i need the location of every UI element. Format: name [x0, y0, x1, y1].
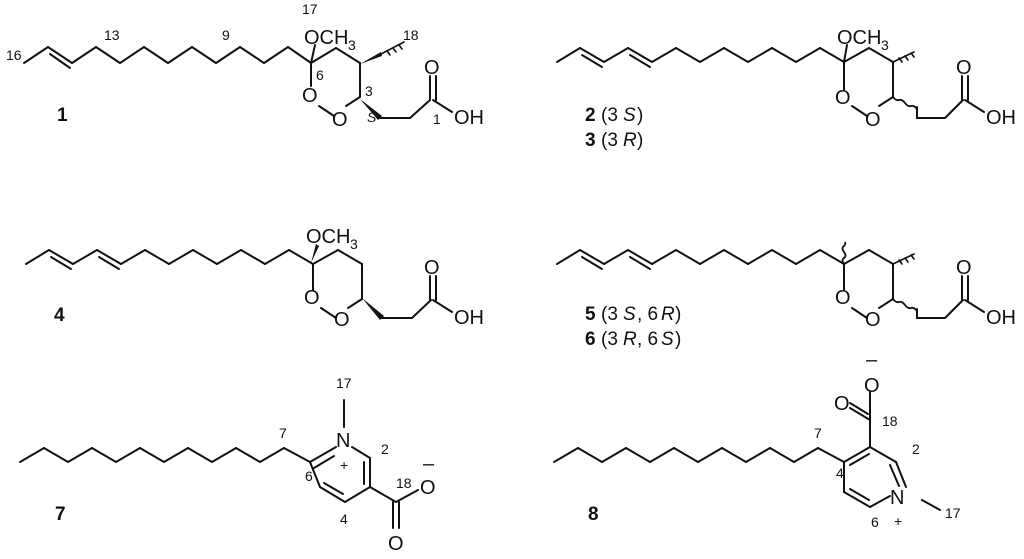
svg-text:O: O: [420, 477, 436, 499]
compound-5-6-structure: O O O OH: [556, 241, 1016, 331]
svg-text:): ): [675, 329, 681, 350]
svg-text:3: 3: [348, 37, 356, 53]
compound-1-structure: OCH 3 O O O OH 16 13 9 17 18 6 3 S 1: [6, 1, 484, 131]
svg-text:OCH: OCH: [837, 27, 881, 49]
svg-text:O: O: [304, 287, 320, 309]
svg-text:): ): [637, 105, 643, 126]
svg-text:O: O: [956, 257, 972, 279]
svg-text:+: +: [340, 457, 348, 473]
svg-text:O: O: [956, 57, 972, 79]
svg-text:4: 4: [836, 465, 844, 481]
svg-text:O: O: [332, 109, 348, 131]
svg-text:+: +: [894, 513, 902, 529]
compound-1-label: 1: [57, 105, 68, 126]
svg-text:17: 17: [302, 1, 318, 17]
svg-text:7: 7: [279, 425, 287, 441]
svg-text:9: 9: [222, 27, 230, 43]
svg-text:2: 2: [912, 441, 920, 457]
svg-text:17: 17: [945, 505, 961, 521]
svg-text:OCH: OCH: [306, 226, 350, 248]
compound-8-structure: N + O O – 7 18 2 4 6 17: [553, 349, 961, 530]
svg-text:O: O: [424, 57, 440, 79]
svg-text:, 6: , 6: [637, 329, 658, 350]
svg-text:O: O: [834, 393, 850, 415]
svg-text:4: 4: [340, 511, 348, 527]
svg-text:R: R: [623, 329, 637, 350]
svg-text:O: O: [302, 85, 318, 107]
svg-text:6: 6: [585, 329, 596, 350]
svg-text:N: N: [336, 430, 350, 452]
svg-text:5: 5: [585, 304, 596, 325]
svg-text:O: O: [388, 533, 404, 555]
svg-text:OCH: OCH: [304, 27, 348, 49]
svg-text:17: 17: [336, 375, 352, 391]
svg-text:18: 18: [403, 27, 419, 43]
svg-text:OH: OH: [454, 307, 484, 329]
svg-text:7: 7: [814, 425, 822, 441]
svg-text:OH: OH: [986, 307, 1016, 329]
svg-text:–: –: [866, 349, 878, 371]
compound-3-label: 3 (3 R ): [585, 130, 643, 151]
svg-text:O: O: [424, 257, 440, 279]
compound-7-structure: N + O – O 17 7 6 2 4 18: [19, 375, 436, 555]
svg-text:): ): [675, 304, 681, 325]
svg-text:O: O: [865, 109, 881, 131]
svg-text:R: R: [661, 304, 675, 325]
svg-text:R: R: [623, 130, 637, 151]
svg-text:2: 2: [585, 105, 596, 126]
svg-text:(3: (3: [601, 304, 618, 325]
svg-text:OH: OH: [986, 107, 1016, 129]
svg-text:1: 1: [433, 111, 441, 127]
svg-text:, 6: , 6: [637, 304, 658, 325]
svg-text:O: O: [864, 375, 880, 397]
svg-text:16: 16: [6, 47, 22, 63]
compound-2-label: 2 (3 S ): [585, 105, 643, 126]
svg-text:S: S: [623, 304, 636, 325]
svg-text:18: 18: [396, 475, 412, 491]
svg-text:(3: (3: [601, 130, 618, 151]
compound-2-3-structure: OCH 3 O O O OH: [556, 27, 1016, 131]
svg-text:6: 6: [305, 468, 313, 484]
compound-6-label: 6 (3 R , 6 S ): [585, 329, 681, 350]
svg-text:S: S: [623, 105, 636, 126]
svg-text:3: 3: [365, 83, 373, 99]
svg-text:–: –: [423, 453, 435, 475]
svg-text:O: O: [835, 287, 851, 309]
svg-text:2: 2: [381, 441, 389, 457]
svg-text:3: 3: [350, 236, 358, 252]
compound-7-label: 7: [55, 504, 66, 525]
svg-text:(3: (3: [601, 329, 618, 350]
svg-text:): ): [637, 130, 643, 151]
svg-text:13: 13: [104, 27, 120, 43]
compound-4-label: 4: [54, 305, 65, 326]
svg-text:3: 3: [881, 37, 889, 53]
svg-text:18: 18: [882, 413, 898, 429]
svg-text:N: N: [890, 487, 904, 509]
svg-text:OH: OH: [454, 107, 484, 129]
svg-text:6: 6: [316, 67, 324, 83]
svg-text:O: O: [835, 87, 851, 109]
svg-text:S: S: [367, 109, 377, 125]
svg-text:(3: (3: [601, 105, 618, 126]
compound-8-label: 8: [588, 504, 599, 525]
svg-text:S: S: [661, 329, 674, 350]
compound-4-structure: OCH 3 O O O OH: [25, 226, 484, 331]
compound-5-label: 5 (3 S , 6 R ): [585, 304, 681, 325]
svg-text:O: O: [334, 309, 350, 331]
svg-text:6: 6: [871, 514, 879, 530]
svg-text:O: O: [865, 309, 881, 331]
svg-text:3: 3: [585, 130, 596, 151]
